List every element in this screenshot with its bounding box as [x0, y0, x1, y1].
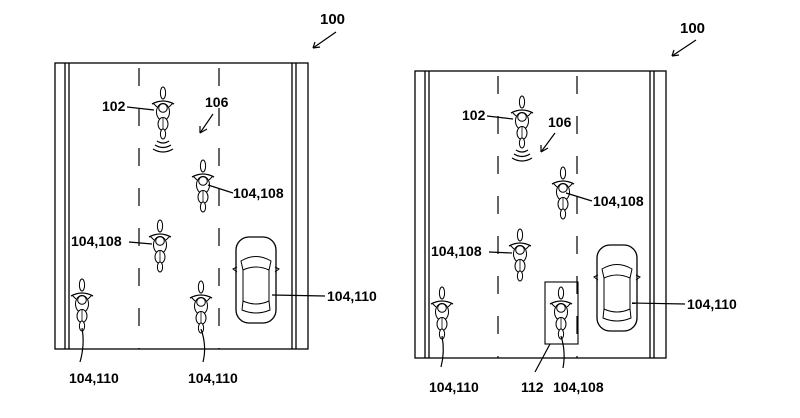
label-rider-a: 104,108 — [565, 192, 644, 209]
label-signal: 106 — [540, 114, 572, 153]
svg-text:112: 112 — [521, 379, 544, 395]
car-icon — [232, 236, 280, 324]
svg-text:102: 102 — [462, 107, 486, 123]
figure-right: 100 102 106 104,108 104,108 104,110 — [414, 20, 737, 395]
svg-text:104,110: 104,110 — [429, 379, 479, 395]
svg-text:104,110: 104,110 — [327, 288, 377, 304]
svg-text:104,110: 104,110 — [69, 370, 119, 386]
reference-100-left: 100 — [312, 11, 345, 49]
label-car: 104,110 — [271, 288, 377, 304]
label-car: 104,110 — [631, 296, 737, 312]
label-rider-b: 104,108 — [71, 233, 153, 249]
label-rider-c: 104,110 — [429, 335, 479, 395]
car-icon — [593, 244, 641, 332]
svg-text:100: 100 — [320, 11, 345, 28]
label-ego: 102 — [102, 98, 155, 114]
figure-left: 100 102 106 104,108 104,108 104,110 — [54, 11, 377, 386]
svg-text:104,108: 104,108 — [431, 243, 482, 259]
label-rider-d: 104,108 — [553, 335, 604, 395]
label-box: 112 — [521, 343, 551, 395]
svg-text:104,108: 104,108 — [233, 185, 284, 201]
label-ego: 102 — [462, 107, 514, 123]
detection-box — [544, 281, 579, 345]
svg-text:104,108: 104,108 — [553, 379, 604, 395]
svg-text:106: 106 — [548, 114, 572, 130]
svg-text:100: 100 — [680, 20, 705, 37]
svg-text:104,110: 104,110 — [188, 370, 238, 386]
label-signal: 106 — [199, 94, 229, 134]
road-left — [54, 62, 309, 350]
label-rider-c: 104,110 — [69, 327, 119, 386]
label-rider-a: 104,108 — [207, 184, 284, 201]
label-rider-d: 104,110 — [188, 328, 238, 386]
svg-text:104,108: 104,108 — [593, 193, 644, 209]
reference-100-right: 100 — [671, 20, 705, 57]
svg-text:106: 106 — [205, 94, 229, 110]
svg-text:104,110: 104,110 — [687, 296, 737, 312]
svg-text:104,108: 104,108 — [71, 233, 122, 249]
svg-text:102: 102 — [102, 98, 126, 114]
label-rider-b: 104,108 — [431, 243, 513, 259]
